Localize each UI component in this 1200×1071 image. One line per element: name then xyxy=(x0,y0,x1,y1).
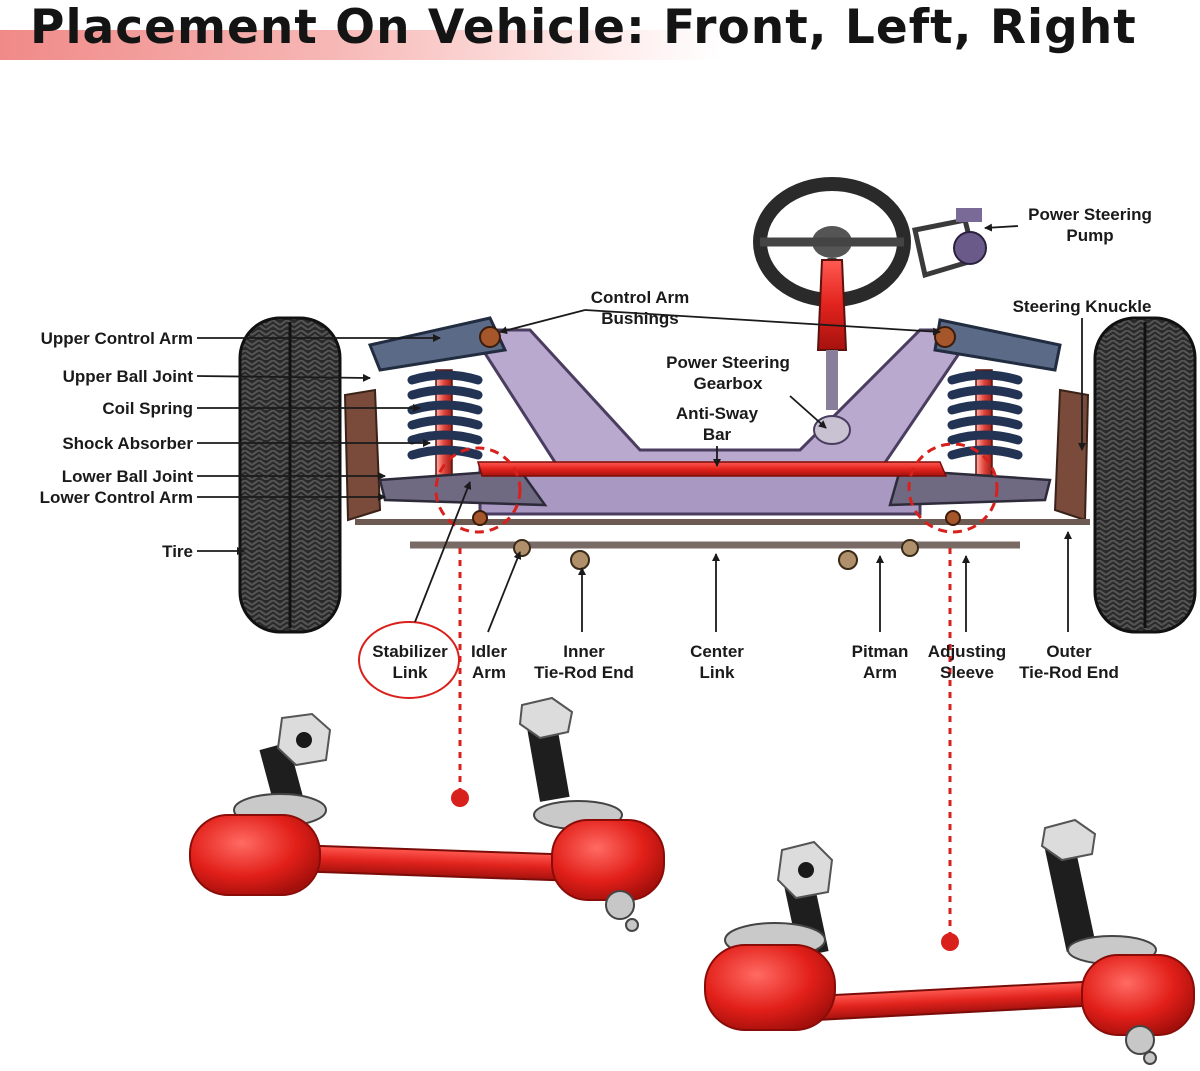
tire-icon xyxy=(238,316,342,634)
title-banner xyxy=(0,30,720,60)
label-pitman-arm-line2: Arm xyxy=(863,663,897,682)
label-stabilizer-link-line1: Stabilizer xyxy=(372,642,448,661)
label-tire: Tire xyxy=(162,542,193,561)
label-adjusting-sleeve-line1: Adjusting xyxy=(928,642,1006,661)
label-center-link-line2: Link xyxy=(700,663,735,682)
tire-icon xyxy=(1093,316,1197,634)
label-lower-control-arm: Lower Control Arm xyxy=(40,488,193,507)
label-power-steering-pump-line2: Pump xyxy=(1066,226,1113,245)
label-center-link-line1: Center xyxy=(690,642,744,661)
label-idler-arm-line2: Arm xyxy=(472,663,506,682)
label-steering-knuckle: Steering Knuckle xyxy=(1013,297,1152,316)
label-upper-control-arm: Upper Control Arm xyxy=(41,329,193,348)
label-outer-tie-rod-end-line2: Tie-Rod End xyxy=(1019,663,1119,682)
label-anti-sway-bar-line2: Bar xyxy=(703,425,732,444)
label-upper-ball-joint: Upper Ball Joint xyxy=(63,367,194,386)
label-adjusting-sleeve-line2: Sleeve xyxy=(940,663,994,682)
label-pitman-arm-line1: Pitman xyxy=(852,642,909,661)
label-lower-ball-joint: Lower Ball Joint xyxy=(62,467,194,486)
label-power-steering-gearbox-line2: Gearbox xyxy=(694,374,764,393)
label-power-steering-gearbox-line1: Power Steering xyxy=(666,353,790,372)
highlight-circle-icon xyxy=(434,442,999,951)
label-idler-arm-line1: Idler xyxy=(471,642,507,661)
label-inner-tie-rod-end-line2: Tie-Rod End xyxy=(534,663,634,682)
coil-spring-icon xyxy=(407,369,483,481)
stabilizer-link-product-icon xyxy=(189,696,665,932)
label-inner-tie-rod-end-line1: Inner xyxy=(563,642,605,661)
label-anti-sway-bar-line1: Anti-Sway xyxy=(676,404,759,423)
label-coil-spring: Coil Spring xyxy=(102,399,193,418)
label-power-steering-pump-line1: Power Steering xyxy=(1028,205,1152,224)
label-stabilizer-link-line2: Link xyxy=(393,663,428,682)
label-shock-absorber: Shock Absorber xyxy=(62,434,193,453)
label-control-arm-bushings-line1: Control Arm xyxy=(591,288,690,307)
label-control-arm-bushings-line2: Bushings xyxy=(601,309,678,328)
page-title: Placement On Vehicle: Front, Left, Right xyxy=(30,0,1137,55)
coil-spring-icon xyxy=(947,369,1023,481)
label-outer-tie-rod-end-line1: Outer xyxy=(1046,642,1092,661)
stabilizer-link-product-icon xyxy=(704,818,1195,1065)
